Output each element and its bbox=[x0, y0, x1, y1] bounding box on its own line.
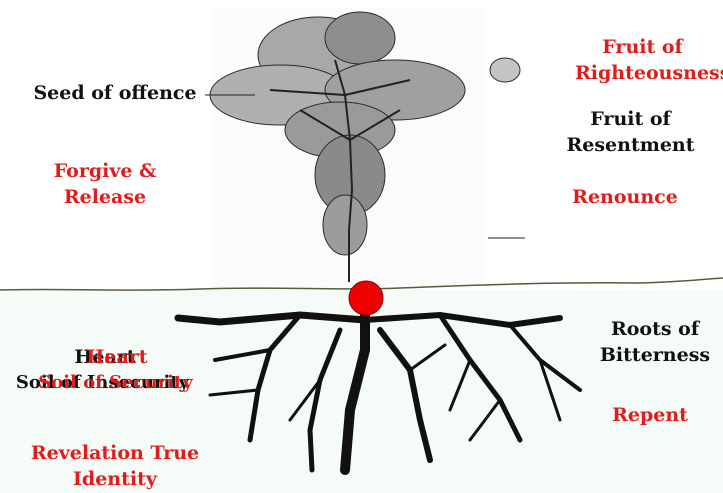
ground-line bbox=[0, 277, 723, 291]
label-renounce: Renounce bbox=[572, 186, 678, 208]
label-forgive-release: Forgive & Release bbox=[53, 160, 157, 208]
label-soil-of-insecurity: Soil of Insecurity bbox=[15, 372, 190, 393]
label-heart-red: Heart bbox=[86, 346, 148, 368]
red-dot-icon bbox=[348, 280, 384, 316]
label-seed-of-offence: Seed of offence bbox=[33, 82, 197, 104]
tree-trunk bbox=[205, 59, 525, 282]
label-fruit-of-resentment: Fruit of Resentment bbox=[566, 108, 695, 156]
label-repent: Repent bbox=[612, 404, 688, 426]
label-soil-of-security: Soil of Security bbox=[38, 372, 193, 393]
label-fruit-of-righteousness: Fruit of Righteousness bbox=[575, 36, 723, 84]
tree-foliage bbox=[209, 11, 521, 256]
label-revelation-true-identity: Revelation True Identity bbox=[30, 442, 200, 490]
label-roots-of-bitterness: Roots of Bitterness bbox=[599, 318, 711, 366]
label-heart-black: Heart bbox=[74, 346, 136, 368]
